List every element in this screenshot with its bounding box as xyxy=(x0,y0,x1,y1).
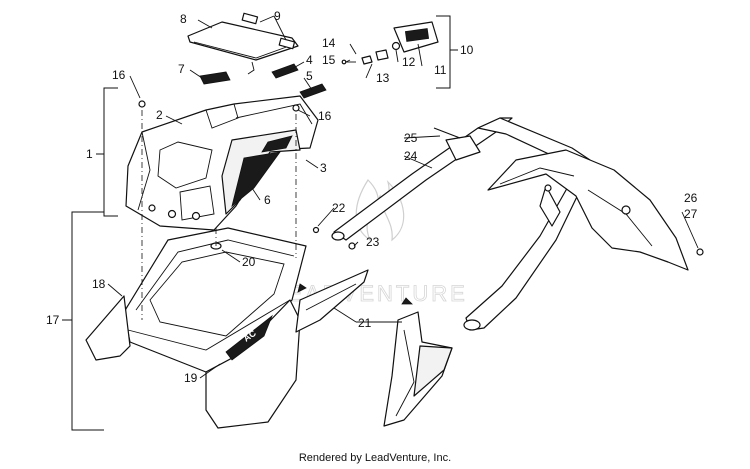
callout-20: 20 xyxy=(242,255,256,269)
bracket-1 xyxy=(96,87,118,217)
callout-18: 18 xyxy=(92,277,106,291)
callout-14: 14 xyxy=(322,36,336,50)
bracket-17 xyxy=(62,211,104,431)
callout-22: 22 xyxy=(332,201,346,215)
callout-25: 25 xyxy=(404,131,418,145)
mount-plate xyxy=(187,12,299,75)
callout-13: 13 xyxy=(376,71,390,85)
callout-2: 2 xyxy=(156,108,163,122)
rear-fender xyxy=(487,149,689,271)
callout-12: 12 xyxy=(402,55,416,69)
callout-21: 21 xyxy=(358,316,372,330)
callout-1: 1 xyxy=(86,147,93,161)
callout-19: 19 xyxy=(184,371,198,385)
callout-10: 10 xyxy=(460,43,474,57)
callout-16a: 16 xyxy=(112,68,126,82)
decals xyxy=(199,63,327,99)
mud-guard xyxy=(295,269,453,427)
rear-seat-cover xyxy=(125,95,319,231)
leader-lines xyxy=(107,15,699,379)
storage-tub: AC xyxy=(85,227,307,429)
taillight-assembly xyxy=(341,21,439,65)
callout-24: 24 xyxy=(404,149,418,163)
callout-23: 23 xyxy=(366,235,380,249)
callout-16b: 16 xyxy=(318,109,332,123)
small-hardware xyxy=(312,226,704,256)
callout-26: 26 xyxy=(684,191,698,205)
callout-5: 5 xyxy=(306,69,313,83)
callout-27: 27 xyxy=(684,207,698,221)
callout-7: 7 xyxy=(178,62,185,76)
callout-11: 11 xyxy=(434,63,447,77)
callout-3: 3 xyxy=(320,161,327,175)
footer-credit: Rendered by LeadVenture, Inc. xyxy=(298,452,452,464)
callout-6: 6 xyxy=(264,193,271,207)
bracket-10 xyxy=(436,15,458,89)
callout-labels: 1 2 3 4 5 6 7 8 9 10 11 12 13 14 15 16 1… xyxy=(46,9,698,385)
callout-15: 15 xyxy=(322,53,336,67)
callout-4: 4 xyxy=(306,53,313,67)
callout-9: 9 xyxy=(274,9,281,23)
callout-17: 17 xyxy=(46,313,60,327)
fasteners-16 xyxy=(138,100,300,112)
callout-8: 8 xyxy=(180,12,187,26)
